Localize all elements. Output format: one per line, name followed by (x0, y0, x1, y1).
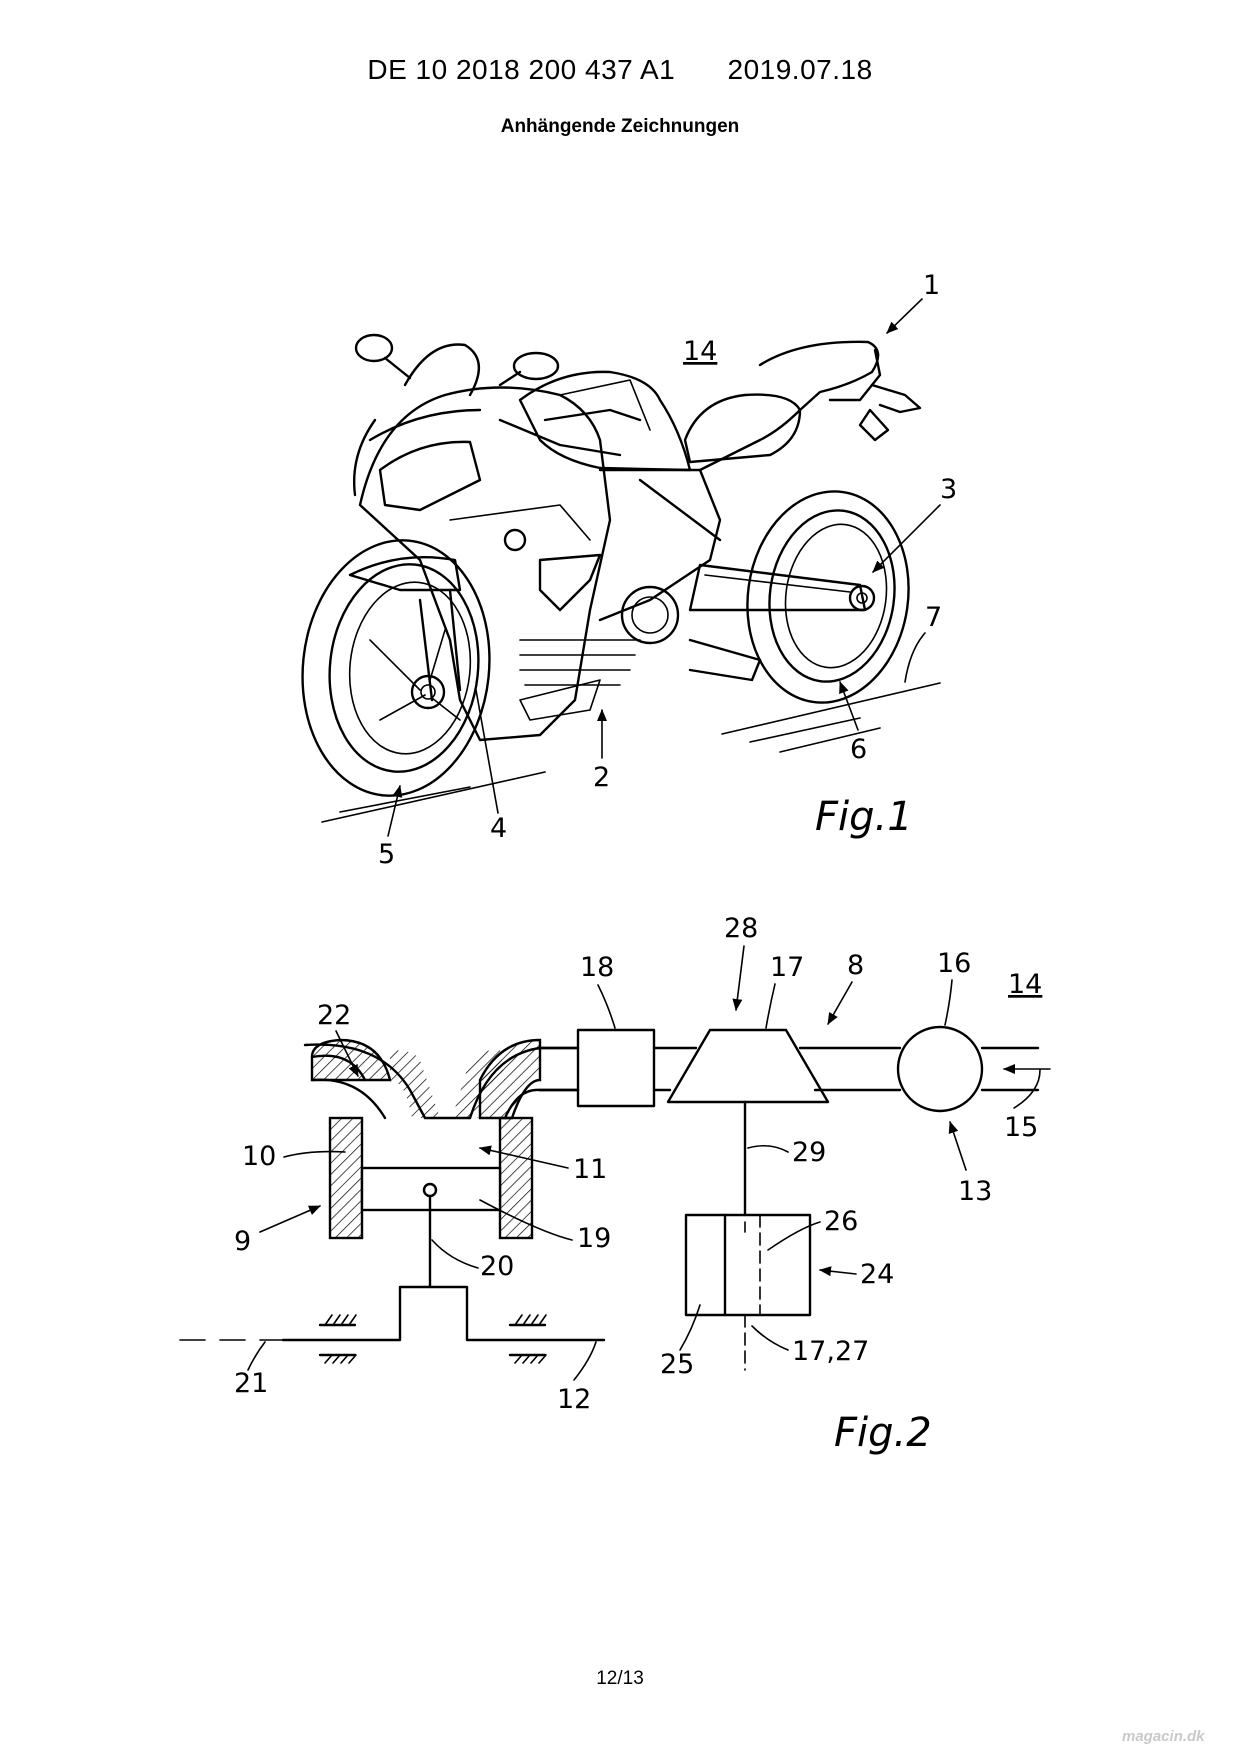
ref-21: 21 (234, 1368, 268, 1399)
document-number: DE 10 2018 200 437 A1 (367, 54, 676, 85)
ref-29: 29 (792, 1137, 826, 1168)
page-number: 12/13 (596, 1668, 644, 1689)
ref-7: 7 (925, 602, 942, 633)
ref-10: 10 (242, 1141, 276, 1172)
ref-11: 11 (573, 1154, 607, 1185)
ref-18: 18 (580, 952, 614, 983)
ref-15: 15 (1004, 1112, 1038, 1143)
front-wheel (301, 539, 491, 797)
rear-wheel (746, 490, 910, 704)
figure-2-reference-labels: 22 10 11 9 19 20 21 12 18 28 17 8 16 14 … (234, 913, 1051, 1456)
ref-24: 24 (860, 1259, 894, 1290)
ref-14-fig1: 14 (683, 336, 717, 367)
ref-8: 8 (847, 950, 864, 981)
ref-4: 4 (490, 813, 507, 844)
figure-1-reference-labels: 1 14 3 7 6 2 4 5 Fig.1 (378, 270, 957, 870)
publication-date: 2019.07.18 (727, 54, 873, 85)
document-header: DE 10 2018 200 437 A1 2019.07.18 (0, 54, 1240, 86)
ref-17: 17 (770, 952, 804, 983)
section-title: Anhängende Zeichnungen (500, 116, 740, 137)
ref-9: 9 (234, 1226, 251, 1257)
ref-1: 1 (923, 270, 940, 301)
ref-22: 22 (317, 1000, 351, 1031)
ref-26: 26 (824, 1206, 858, 1237)
watermark: magacin.dk (1122, 1728, 1205, 1745)
fig2-label: Fig.2 (834, 1410, 932, 1456)
ref-3: 3 (940, 474, 957, 505)
ref-20: 20 (480, 1251, 514, 1282)
ref-12: 12 (557, 1384, 591, 1415)
ref-28: 28 (724, 913, 758, 944)
fig1-label: Fig.1 (815, 794, 913, 840)
figure-1-motorcycle-drawing (301, 333, 941, 823)
ref-25: 25 (660, 1349, 694, 1380)
ref-6: 6 (850, 734, 867, 765)
ref-17-27: 17,27 (792, 1336, 869, 1367)
ref-16: 16 (937, 948, 971, 979)
ref-14-fig2: 14 (1008, 969, 1042, 1000)
ref-19: 19 (577, 1223, 611, 1254)
ref-13: 13 (958, 1176, 992, 1207)
ref-5: 5 (378, 839, 395, 870)
ref-2: 2 (593, 762, 610, 793)
figure-2-schematic (179, 1025, 1040, 1371)
